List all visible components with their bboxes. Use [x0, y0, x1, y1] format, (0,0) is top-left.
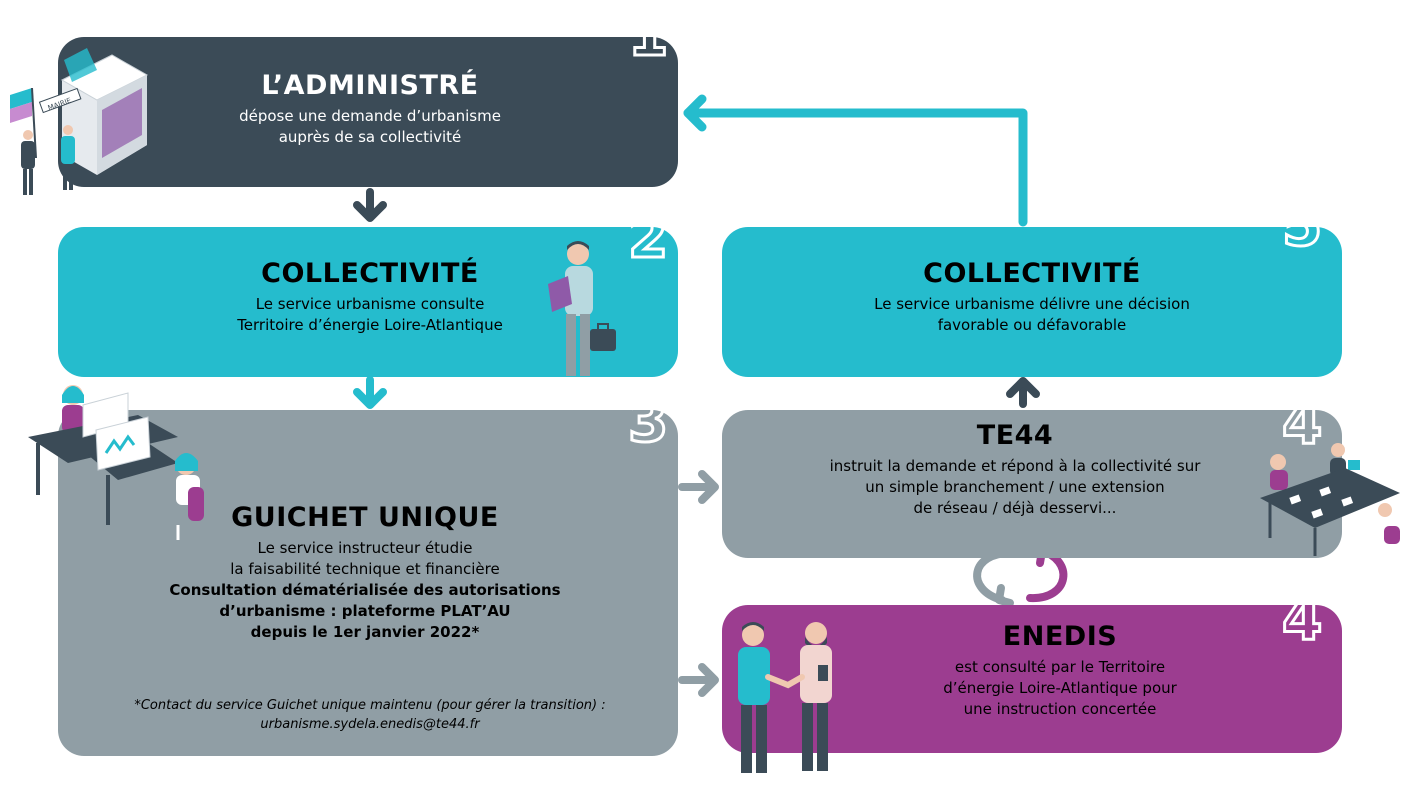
arrow-2-to-3 [353, 376, 387, 409]
step-2-line-2: Territoire d’énergie Loire-Atlantique [237, 316, 503, 334]
step-5-title: COLLECTIVITÉ [923, 258, 1141, 289]
mairie-illustration: MAIRIE [10, 48, 149, 195]
step-2-title: COLLECTIVITÉ [261, 258, 479, 289]
step-4-te44-line-1: instruit la demande et répond à la colle… [829, 457, 1201, 475]
step-4-te44-title: TE44 [976, 420, 1054, 451]
employee-illustration [548, 241, 616, 376]
step-5-line-2: favorable ou défavorable [937, 316, 1127, 334]
step-1-content: L’ADMINISTRÉ dépose une demande d’urbani… [150, 70, 590, 148]
step-1-number: 1 [626, 1, 669, 69]
step-3-note-line-2: urbanisme.sydela.enedis@te44.fr [260, 717, 480, 732]
step-4-enedis-line-1: est consulté par le Territoire [954, 658, 1166, 676]
step-4-enedis-number: 4 [1280, 585, 1323, 653]
step-3-note-line-1: *Contact du service Guichet unique maint… [134, 698, 606, 713]
step-3-bold-line-3: depuis le 1er janvier 2022* [250, 623, 480, 641]
arrow-3-to-te44 [678, 470, 719, 504]
step-1-title: L’ADMINISTRÉ [261, 70, 479, 101]
step-2-line-1: Le service urbanisme consulte [255, 295, 485, 313]
meeting-table-illustration [1260, 443, 1400, 556]
step-5-number: 5 [1280, 191, 1323, 259]
step-4-te44-line-3: de réseau / déjà desservi... [913, 499, 1117, 517]
step-3-line-2: la faisabilité technique et financière [230, 560, 500, 578]
arrow-3-to-enedis [678, 663, 719, 697]
step-4-enedis-line-3: une instruction concertée [963, 700, 1157, 718]
step-1-line-1: dépose une demande d’urbanisme [239, 107, 501, 125]
step-3-content: GUICHET UNIQUE Le service instructeur ét… [100, 502, 630, 643]
step-2-number: 2 [626, 203, 669, 271]
step-4-enedis-title: ENEDIS [1002, 621, 1118, 652]
step-3-bold-line-2: d’urbanisme : plateforme PLAT’AU [219, 602, 511, 620]
step-3-line-1: Le service instructeur étudie [257, 539, 473, 557]
handshake-illustration [738, 622, 832, 773]
step-4-enedis-content: ENEDIS est consulté par le Territoire d’… [870, 621, 1250, 720]
step-4-te44-content: TE44 instruit la demande et répond à la … [790, 420, 1240, 519]
step-1-line-2: auprès de sa collectivité [278, 128, 462, 146]
step-2-content: COLLECTIVITÉ Le service urbanisme consul… [150, 258, 590, 336]
step-4-te44-box [722, 410, 1342, 558]
step-4-enedis-line-2: d’énergie Loire-Atlantique pour [943, 679, 1177, 697]
step-3-note: *Contact du service Guichet unique maint… [80, 696, 660, 734]
step-1-administre-box [58, 37, 678, 187]
step-3-title: GUICHET UNIQUE [231, 502, 499, 533]
step-5-content: COLLECTIVITÉ Le service urbanisme délivr… [802, 258, 1262, 336]
arrow-1-to-2 [353, 188, 387, 222]
step-5-collectivite-box [722, 227, 1342, 377]
desk-workers-illustration [28, 385, 204, 540]
step-3-bold-line-1: Consultation dématérialisée des autorisa… [169, 581, 561, 599]
arrow-te44-to-5 [1006, 377, 1040, 408]
step-4-te44-line-2: un simple branchement / une extension [865, 478, 1165, 496]
arrow-5-to-1 [683, 94, 1028, 227]
step-4-te44-number: 4 [1280, 389, 1323, 457]
step-5-line-1: Le service urbanisme délivre une décisio… [874, 295, 1190, 313]
step-3-number: 3 [626, 387, 669, 455]
